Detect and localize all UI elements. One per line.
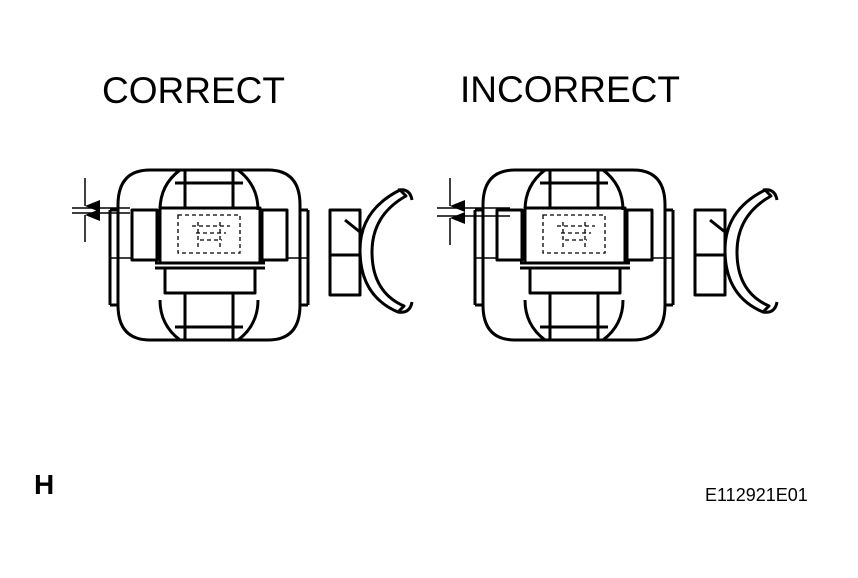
figure-code: E112921E01 xyxy=(705,485,808,505)
correct-label: CORRECT xyxy=(102,70,285,111)
incorrect-assembly-drawing xyxy=(437,168,779,342)
section-letter: H xyxy=(34,469,55,500)
incorrect-label: INCORRECT xyxy=(460,69,680,110)
correct-assembly-drawing xyxy=(72,168,414,342)
